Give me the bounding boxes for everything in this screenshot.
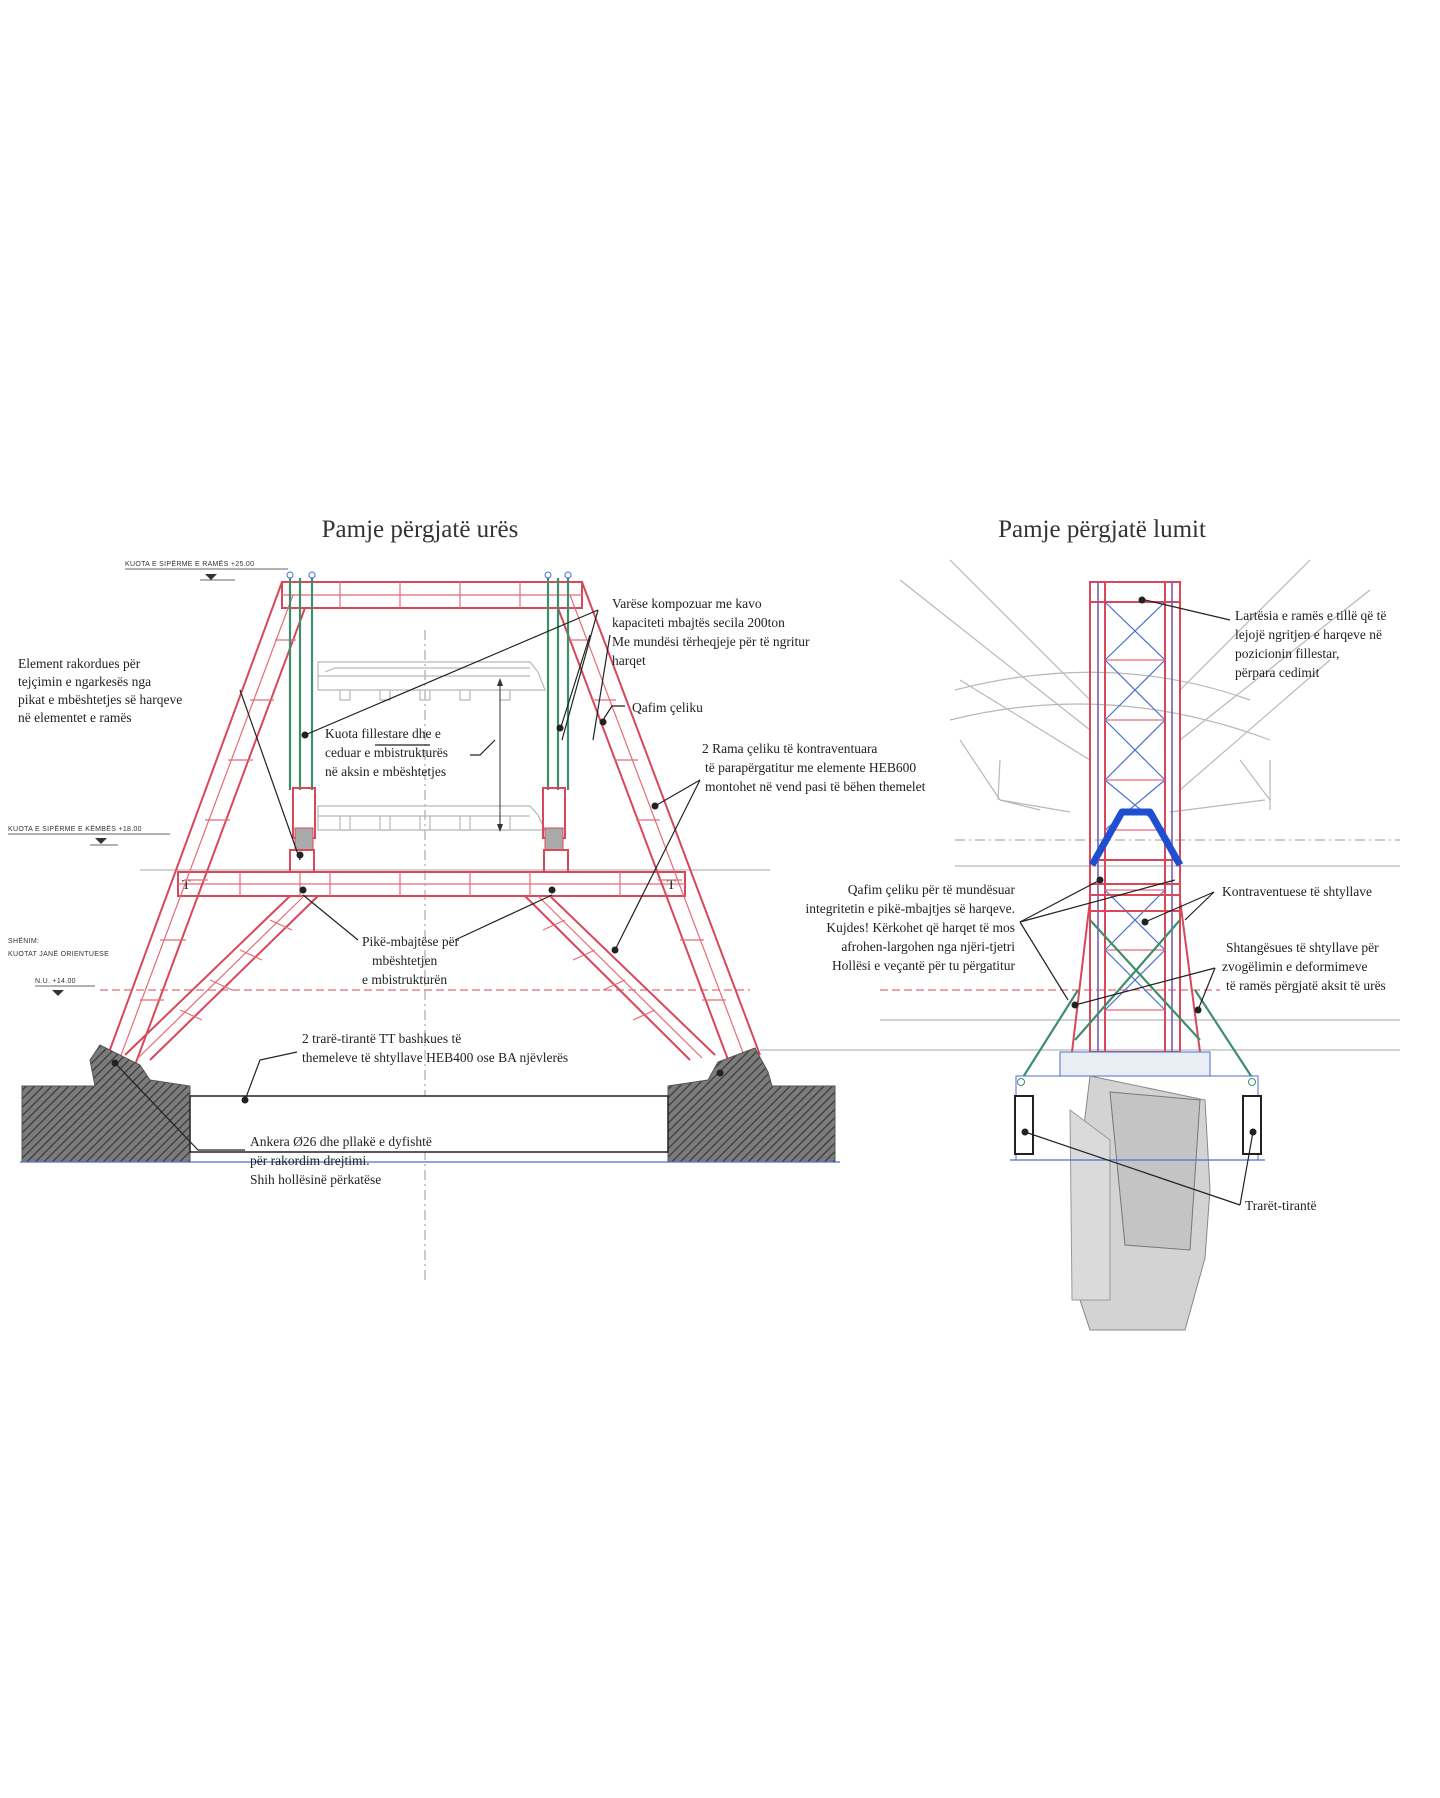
svg-text:Element rakordues për: Element rakordues për — [18, 656, 141, 671]
annotation-bracing: Kontraventuese të shtyllave — [1222, 884, 1372, 899]
svg-text:integritetin e pikë-mbajtjes s: integritetin e pikë-mbajtjes së harqeve. — [805, 901, 1015, 916]
frame-top-beam — [281, 581, 583, 609]
pier-foundation — [1014, 1051, 1262, 1331]
level-mid-label: KUOTA E SIPËRME E KËMBËS +18.00 — [8, 825, 142, 833]
svg-text:Me mundësi tërheqjeje për të n: Me mundësi tërheqjeje për të ngritur — [612, 634, 810, 649]
annotation-stiffeners: Shtangësues të shtyllave për zvogëlimin … — [1222, 940, 1386, 993]
annotation-supports: Pikë-mbajtëse për mbështetjen e mbistruk… — [362, 934, 460, 987]
frame-left-outer-leg — [107, 581, 306, 1066]
left-foundation — [21, 1044, 191, 1163]
frame-inner-struts — [124, 895, 716, 1061]
svg-text:Shih hollësinë përkatëse: Shih hollësinë përkatëse — [250, 1172, 381, 1187]
leaders-left — [111, 609, 724, 1151]
svg-text:mbështetjen: mbështetjen — [372, 953, 437, 968]
svg-text:Ankera Ø26 dhe pllakë e dyfish: Ankera Ø26 dhe pllakë e dyfishtë — [250, 1134, 432, 1149]
svg-text:Trarët-tirantë: Trarët-tirantë — [1245, 1198, 1316, 1213]
note: SHËNIM: KUOTAT JANË ORIENTUESE N.U. +14.… — [8, 937, 109, 996]
svg-text:Hollësi e veçantë për tu përga: Hollësi e veçantë për tu përgatitur — [832, 958, 1016, 973]
svg-text:2 Rama çeliku të kontraventuar: 2 Rama çeliku të kontraventuara — [702, 741, 877, 756]
annotation-hangers: Varëse kompozuar me kavo kapaciteti mbaj… — [612, 596, 810, 668]
level-ground-label: N.U. +14.00 — [35, 978, 76, 985]
annotation-neck: Qafim çeliku — [632, 700, 703, 715]
svg-text:tejçimin e ngarkesës nga: tejçimin e ngarkesës nga — [18, 674, 151, 689]
svg-text:e mbistrukturën: e mbistrukturën — [362, 972, 447, 987]
svg-text:zvogëlimin e deformimeve: zvogëlimin e deformimeve — [1222, 959, 1367, 974]
annotation-frame-height: Lartësia e ramës e tillë që të lejojë ng… — [1235, 608, 1386, 680]
superstructure-lower — [317, 805, 546, 831]
left-view: Pamje përgjatë urës KUOTA E SIPËRME E RA… — [8, 516, 1400, 1280]
level-marker-top: KUOTA E SIPËRME E RAMËS +25.00 — [125, 560, 288, 581]
svg-text:kapaciteti mbajtës secila 200t: kapaciteti mbajtës secila 200ton — [612, 615, 785, 630]
frame-middle-beam: T T — [177, 871, 686, 897]
right-hanger — [542, 571, 572, 873]
note-title: SHËNIM: — [8, 937, 39, 945]
note-text: KUOTAT JANË ORIENTUESE — [8, 950, 109, 958]
svg-text:Lartësia e ramës e tillë që të: Lartësia e ramës e tillë që të — [1235, 608, 1386, 623]
svg-text:Kuota fillestare dhe e: Kuota fillestare dhe e — [325, 726, 441, 741]
svg-text:përpara cedimit: përpara cedimit — [1235, 665, 1320, 680]
svg-text:në aksin e mbështetjes: në aksin e mbështetjes — [325, 764, 446, 779]
svg-text:afrohen-largohen nga njëri-tje: afrohen-largohen nga njëri-tjetri — [841, 939, 1015, 954]
annotation-frames: 2 Rama çeliku të kontraventuara të parap… — [702, 741, 926, 794]
frame-right-outer-leg — [557, 581, 761, 1066]
annotation-tie-beams-right: Trarët-tirantë — [1245, 1198, 1316, 1213]
svg-text:harqet: harqet — [612, 653, 646, 668]
svg-text:T: T — [667, 878, 676, 893]
annotation-tie-beams: 2 trarë-tirantë TT bashkues të themeleve… — [302, 1031, 568, 1065]
svg-text:të parapërgatitur me elemente: të parapërgatitur me elemente HEB600 — [705, 760, 916, 775]
svg-text:Varëse kompozuar me kavo: Varëse kompozuar me kavo — [612, 596, 762, 611]
svg-text:montohet në vend pasi të bëhen: montohet në vend pasi të bëhen themelet — [705, 779, 926, 794]
tower — [1089, 581, 1181, 1053]
annotation-elevation: Kuota fillestare dhe e ceduar e mbistruk… — [325, 726, 448, 779]
svg-text:pozicionin fillestar,: pozicionin fillestar, — [1235, 646, 1339, 661]
svg-text:në elementet e ramës: në elementet e ramës — [18, 710, 132, 725]
svg-text:Kujdes! Kërkohet që harqet të: Kujdes! Kërkohet që harqet të mos — [826, 920, 1015, 935]
svg-text:Kontraventuese të shtyllave: Kontraventuese të shtyllave — [1222, 884, 1372, 899]
svg-text:Qafim çeliku: Qafim çeliku — [632, 700, 703, 715]
right-foundation — [667, 1047, 836, 1163]
svg-text:T: T — [182, 878, 191, 893]
leaders-right — [1019, 596, 1257, 1206]
svg-text:themeleve të shtyllave HEB400: themeleve të shtyllave HEB400 ose BA një… — [302, 1050, 568, 1065]
annotation-coupling-element: Element rakordues për tejçimin e ngarkes… — [18, 656, 182, 725]
right-view-title: Pamje përgjatë lumit — [998, 516, 1206, 543]
svg-text:për rakordim drejtimi.: për rakordim drejtimi. — [250, 1153, 370, 1168]
superstructure-upper — [317, 661, 546, 701]
level-top-label: KUOTA E SIPËRME E RAMËS +25.00 — [125, 560, 254, 568]
annotation-anchors: Ankera Ø26 dhe pllakë e dyfishtë për rak… — [250, 1134, 432, 1187]
column-bracing — [1019, 899, 1256, 1083]
steel-neck — [1088, 808, 1184, 867]
svg-text:Qafim çeliku për të mundësuar: Qafim çeliku për të mundësuar — [848, 882, 1016, 897]
svg-text:pikat e mbështetjes së harqeve: pikat e mbështetjes së harqeve — [18, 692, 182, 707]
left-view-title: Pamje përgjatë urës — [322, 516, 519, 543]
annotation-steel-neck: Qafim çeliku për të mundësuar integritet… — [805, 882, 1015, 973]
svg-text:2 trarë-tirantë TT bashkues të: 2 trarë-tirantë TT bashkues të — [302, 1031, 461, 1046]
svg-text:lejojë ngritjen e harqeve në: lejojë ngritjen e harqeve në — [1235, 627, 1382, 642]
right-view: Pamje përgjatë lumit — [805, 516, 1400, 1331]
tie-beam — [189, 1095, 669, 1153]
svg-text:ceduar e mbistrukturës: ceduar e mbistrukturës — [325, 745, 448, 760]
level-marker-mid: KUOTA E SIPËRME E KËMBËS +18.00 — [8, 825, 170, 846]
svg-text:të ramës përgjatë aksit të urë: të ramës përgjatë aksit të urës — [1226, 978, 1386, 993]
svg-text:Shtangësues të shtyllave për: Shtangësues të shtyllave për — [1226, 940, 1379, 955]
svg-text:Pikë-mbajtëse për: Pikë-mbajtëse për — [362, 934, 460, 949]
left-hanger — [286, 571, 316, 873]
